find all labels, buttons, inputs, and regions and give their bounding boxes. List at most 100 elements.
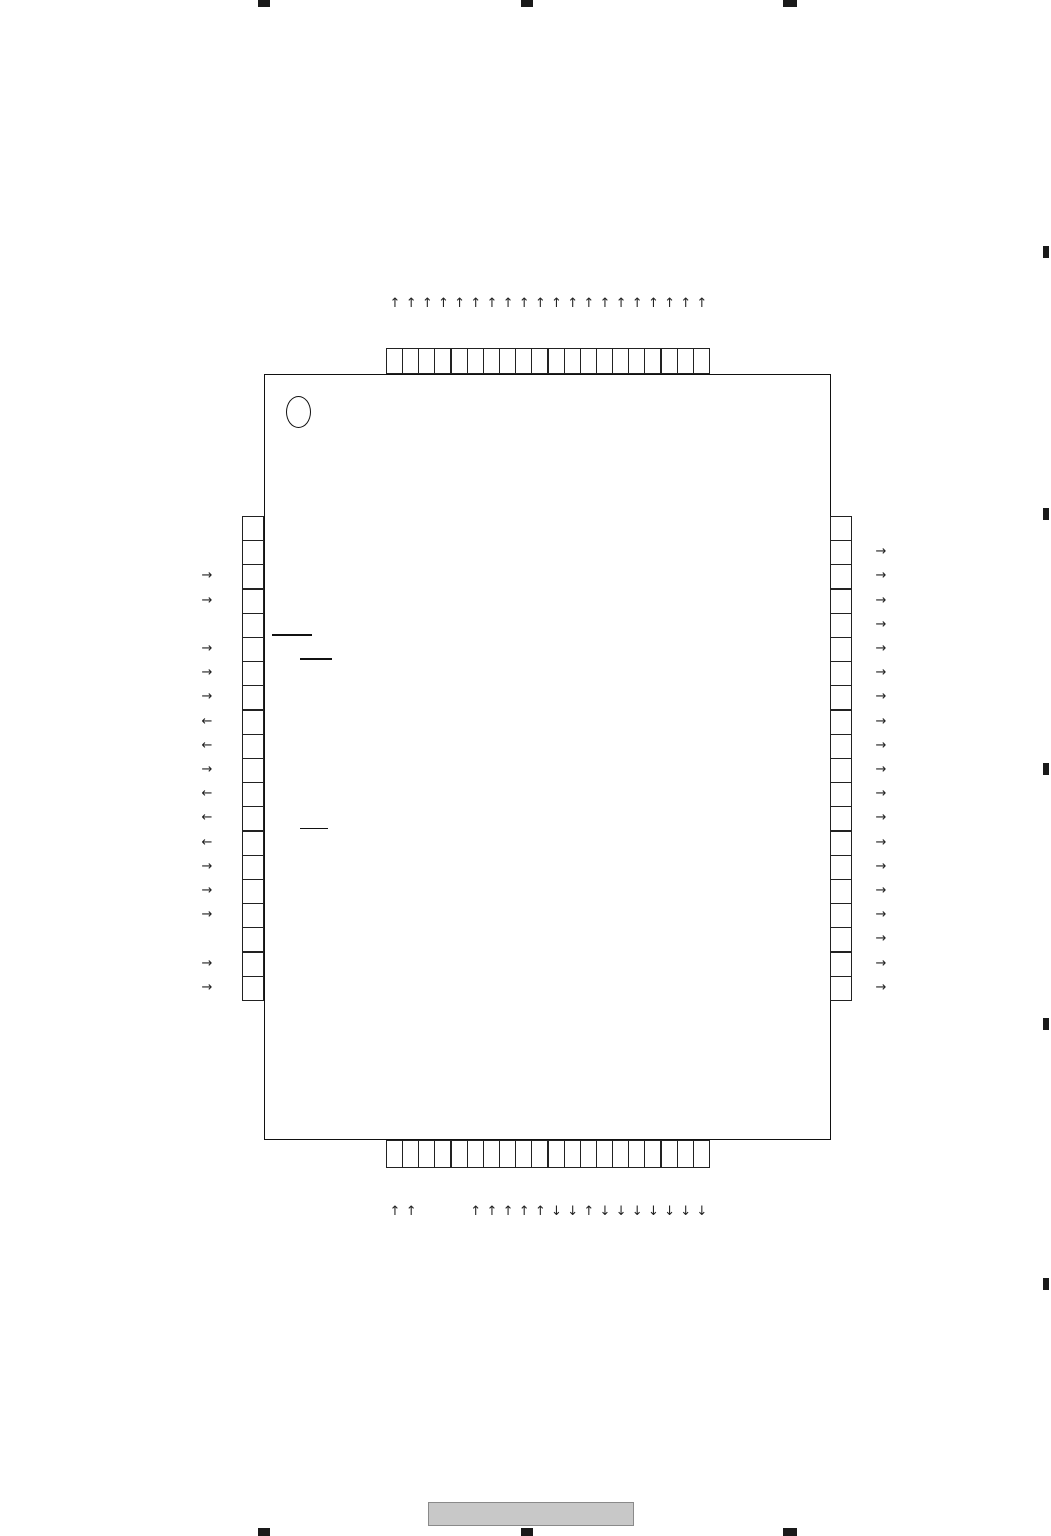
right-pin <box>830 879 852 904</box>
right-arrow: → <box>875 689 887 705</box>
bottom-pin <box>515 1140 533 1168</box>
left-arrow: → <box>201 858 213 874</box>
left-pin <box>242 758 264 783</box>
registration-mark-top-3 <box>783 0 797 7</box>
left-pin <box>242 806 264 832</box>
right-arrow: → <box>875 979 887 995</box>
left-pin <box>242 588 264 614</box>
registration-mark-bottom-3 <box>783 1528 797 1536</box>
top-pin <box>418 348 436 374</box>
left-pin <box>242 782 264 808</box>
left-pin <box>242 854 264 880</box>
right-pin <box>830 637 852 662</box>
top-pin <box>402 348 420 374</box>
right-arrow: → <box>875 907 887 923</box>
bottom-pin <box>692 1140 710 1168</box>
right-pin <box>830 661 852 687</box>
left-pin <box>242 830 264 856</box>
bottom-arrow: ↑ <box>518 1204 530 1219</box>
bottom-arrow: ↓ <box>680 1204 692 1219</box>
top-pin <box>579 348 597 374</box>
right-pin <box>830 612 852 638</box>
left-pin <box>242 709 264 735</box>
bottom-pin <box>482 1140 500 1168</box>
top-pin <box>644 348 662 374</box>
left-arrow: → <box>201 907 213 923</box>
right-pin <box>830 564 852 590</box>
bottom-pin <box>628 1140 646 1168</box>
top-arrow: ↑ <box>470 296 482 311</box>
top-arrow: ↑ <box>680 296 692 311</box>
top-pin <box>515 348 533 374</box>
pin-one-indicator-circle <box>286 396 311 428</box>
bottom-pin <box>676 1140 694 1168</box>
left-arrow: ← <box>201 810 213 826</box>
right-arrow: → <box>875 834 887 850</box>
bottom-pin <box>531 1140 549 1168</box>
bottom-arrow: ↓ <box>631 1204 643 1219</box>
top-pin <box>386 348 403 374</box>
left-arrow: → <box>201 689 213 705</box>
left-arrow: ← <box>201 786 213 802</box>
right-arrow: → <box>875 931 887 947</box>
bottom-arrow: ↑ <box>470 1204 482 1219</box>
page-footer-bar <box>428 1502 634 1526</box>
top-arrow: ↑ <box>518 296 530 311</box>
right-pin <box>830 951 852 977</box>
top-arrow: ↑ <box>534 296 546 311</box>
bottom-arrow: ↓ <box>615 1204 627 1219</box>
bottom-pin <box>386 1140 403 1168</box>
bottom-pin <box>579 1140 597 1168</box>
right-pin <box>830 733 852 759</box>
left-pin <box>242 612 264 638</box>
top-arrow: ↑ <box>631 296 643 311</box>
top-pin <box>563 348 581 374</box>
bottom-arrow: ↓ <box>647 1204 659 1219</box>
left-pin <box>242 637 264 662</box>
bottom-pin <box>547 1140 565 1168</box>
left-arrow: ← <box>201 737 213 753</box>
left-arrow: → <box>201 665 213 681</box>
active-low-overbar <box>300 658 332 660</box>
left-arrow: → <box>201 568 213 584</box>
registration-mark-right-1 <box>1043 246 1049 258</box>
left-arrow: ← <box>201 834 213 850</box>
left-pin <box>242 879 264 904</box>
top-arrow: ↑ <box>615 296 627 311</box>
top-arrow: ↑ <box>664 296 675 311</box>
bottom-pin <box>660 1140 678 1168</box>
bottom-pin <box>402 1140 420 1168</box>
bottom-arrow: ↑ <box>583 1204 595 1219</box>
active-low-overbar <box>300 827 328 830</box>
bottom-arrow: ↓ <box>664 1204 675 1219</box>
bottom-arrow: ↓ <box>696 1204 708 1219</box>
right-arrow: → <box>875 786 887 802</box>
top-pin <box>547 348 565 374</box>
registration-mark-top-2 <box>521 0 533 7</box>
bottom-pin <box>466 1140 484 1168</box>
right-arrow: → <box>875 883 887 898</box>
left-arrow: → <box>201 883 213 898</box>
bottom-pin <box>450 1140 468 1168</box>
left-pin <box>242 564 264 590</box>
left-pin <box>242 661 264 687</box>
bottom-pin <box>644 1140 662 1168</box>
left-arrow: ← <box>201 713 213 729</box>
bottom-pin <box>434 1140 452 1168</box>
top-pin <box>660 348 678 374</box>
right-arrow: → <box>875 762 887 777</box>
top-arrow: ↑ <box>486 296 498 311</box>
registration-mark-right-2 <box>1043 508 1049 520</box>
right-pin <box>830 903 852 929</box>
right-pin <box>830 782 852 808</box>
right-pin <box>830 685 852 711</box>
top-arrow: ↑ <box>405 296 417 311</box>
right-pin <box>830 854 852 880</box>
registration-mark-right-4 <box>1043 1018 1049 1030</box>
right-arrow: → <box>875 713 887 729</box>
left-arrow: → <box>201 592 213 608</box>
registration-mark-bottom-2 <box>521 1528 533 1536</box>
top-arrow: ↑ <box>647 296 659 311</box>
left-arrow: → <box>201 641 213 656</box>
bottom-arrow: ↓ <box>567 1204 579 1219</box>
